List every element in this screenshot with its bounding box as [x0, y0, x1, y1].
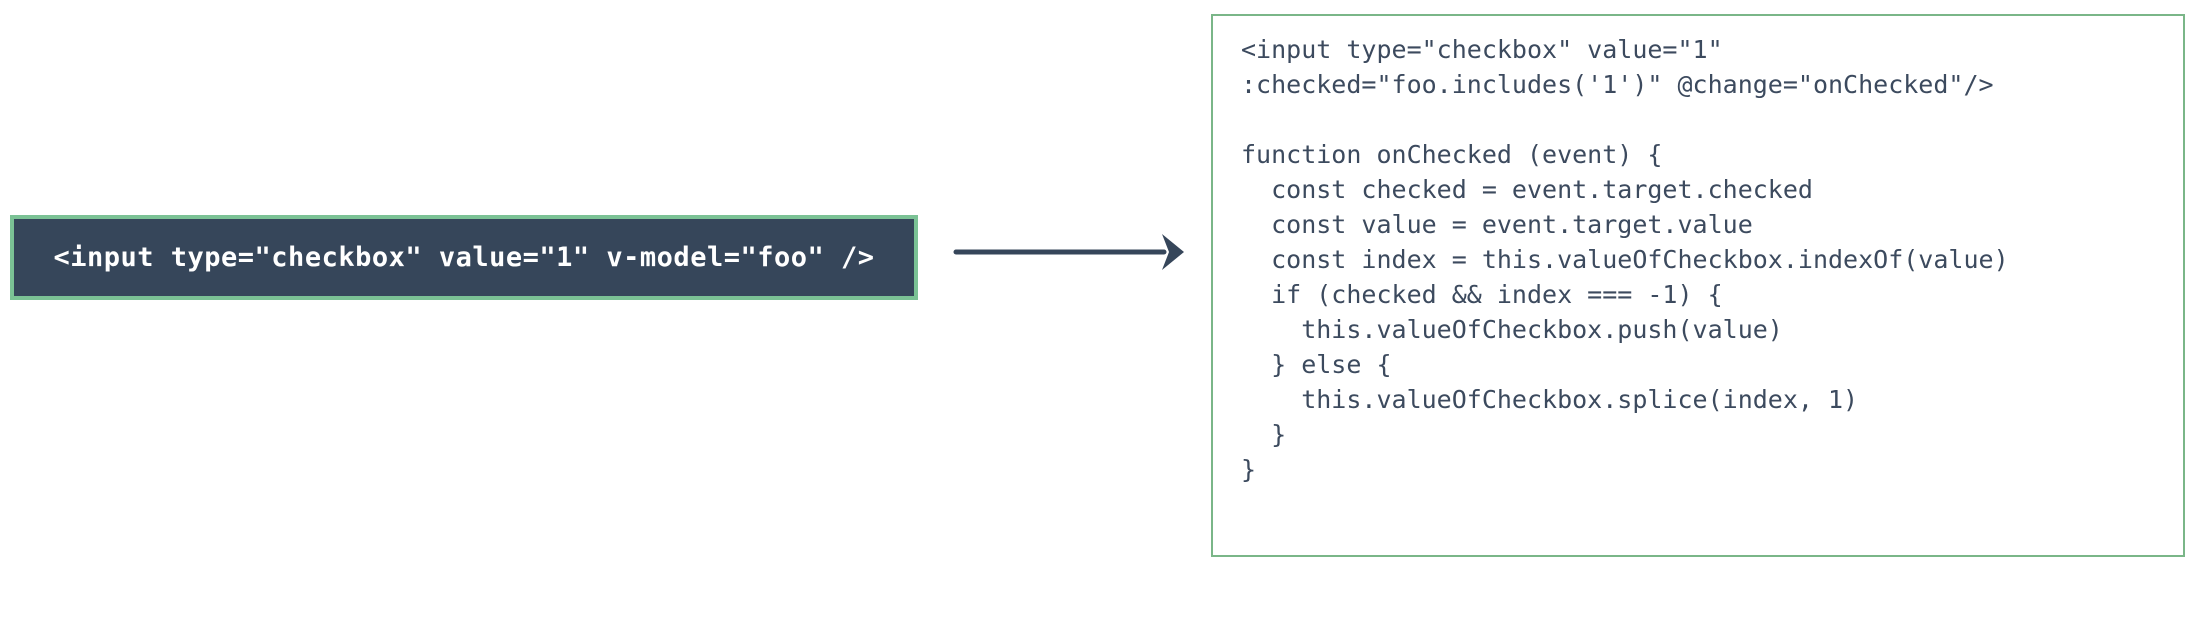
code-line: }	[1241, 455, 1257, 484]
code-line: const index = this.valueOfCheckbox.index…	[1241, 245, 2009, 274]
vmodel-snippet-box: <input type="checkbox" value="1" v-model…	[10, 215, 918, 300]
code-line: this.valueOfCheckbox.splice(index, 1)	[1241, 385, 1859, 414]
code-line: const checked = event.target.checked	[1241, 175, 1813, 204]
vmodel-snippet-text: <input type="checkbox" value="1" v-model…	[53, 242, 875, 273]
code-line: :checked="foo.includes('1')" @change="on…	[1241, 70, 1994, 99]
code-line: <input type="checkbox" value="1"	[1241, 35, 1723, 64]
transform-arrow	[950, 228, 1190, 276]
code-line: } else {	[1241, 350, 1392, 379]
rightwards-arrow-icon	[953, 234, 1184, 270]
code-line: }	[1241, 420, 1287, 449]
code-line: function onChecked (event) {	[1241, 140, 1663, 169]
code-line: const value = event.target.value	[1241, 210, 1753, 239]
code-line: if (checked && index === -1) {	[1241, 280, 1723, 309]
code-block: <input type="checkbox" value="1" :checke…	[1241, 32, 2009, 487]
explicit-binding-code-panel: <input type="checkbox" value="1" :checke…	[1211, 14, 2185, 557]
code-line: this.valueOfCheckbox.push(value)	[1241, 315, 1783, 344]
